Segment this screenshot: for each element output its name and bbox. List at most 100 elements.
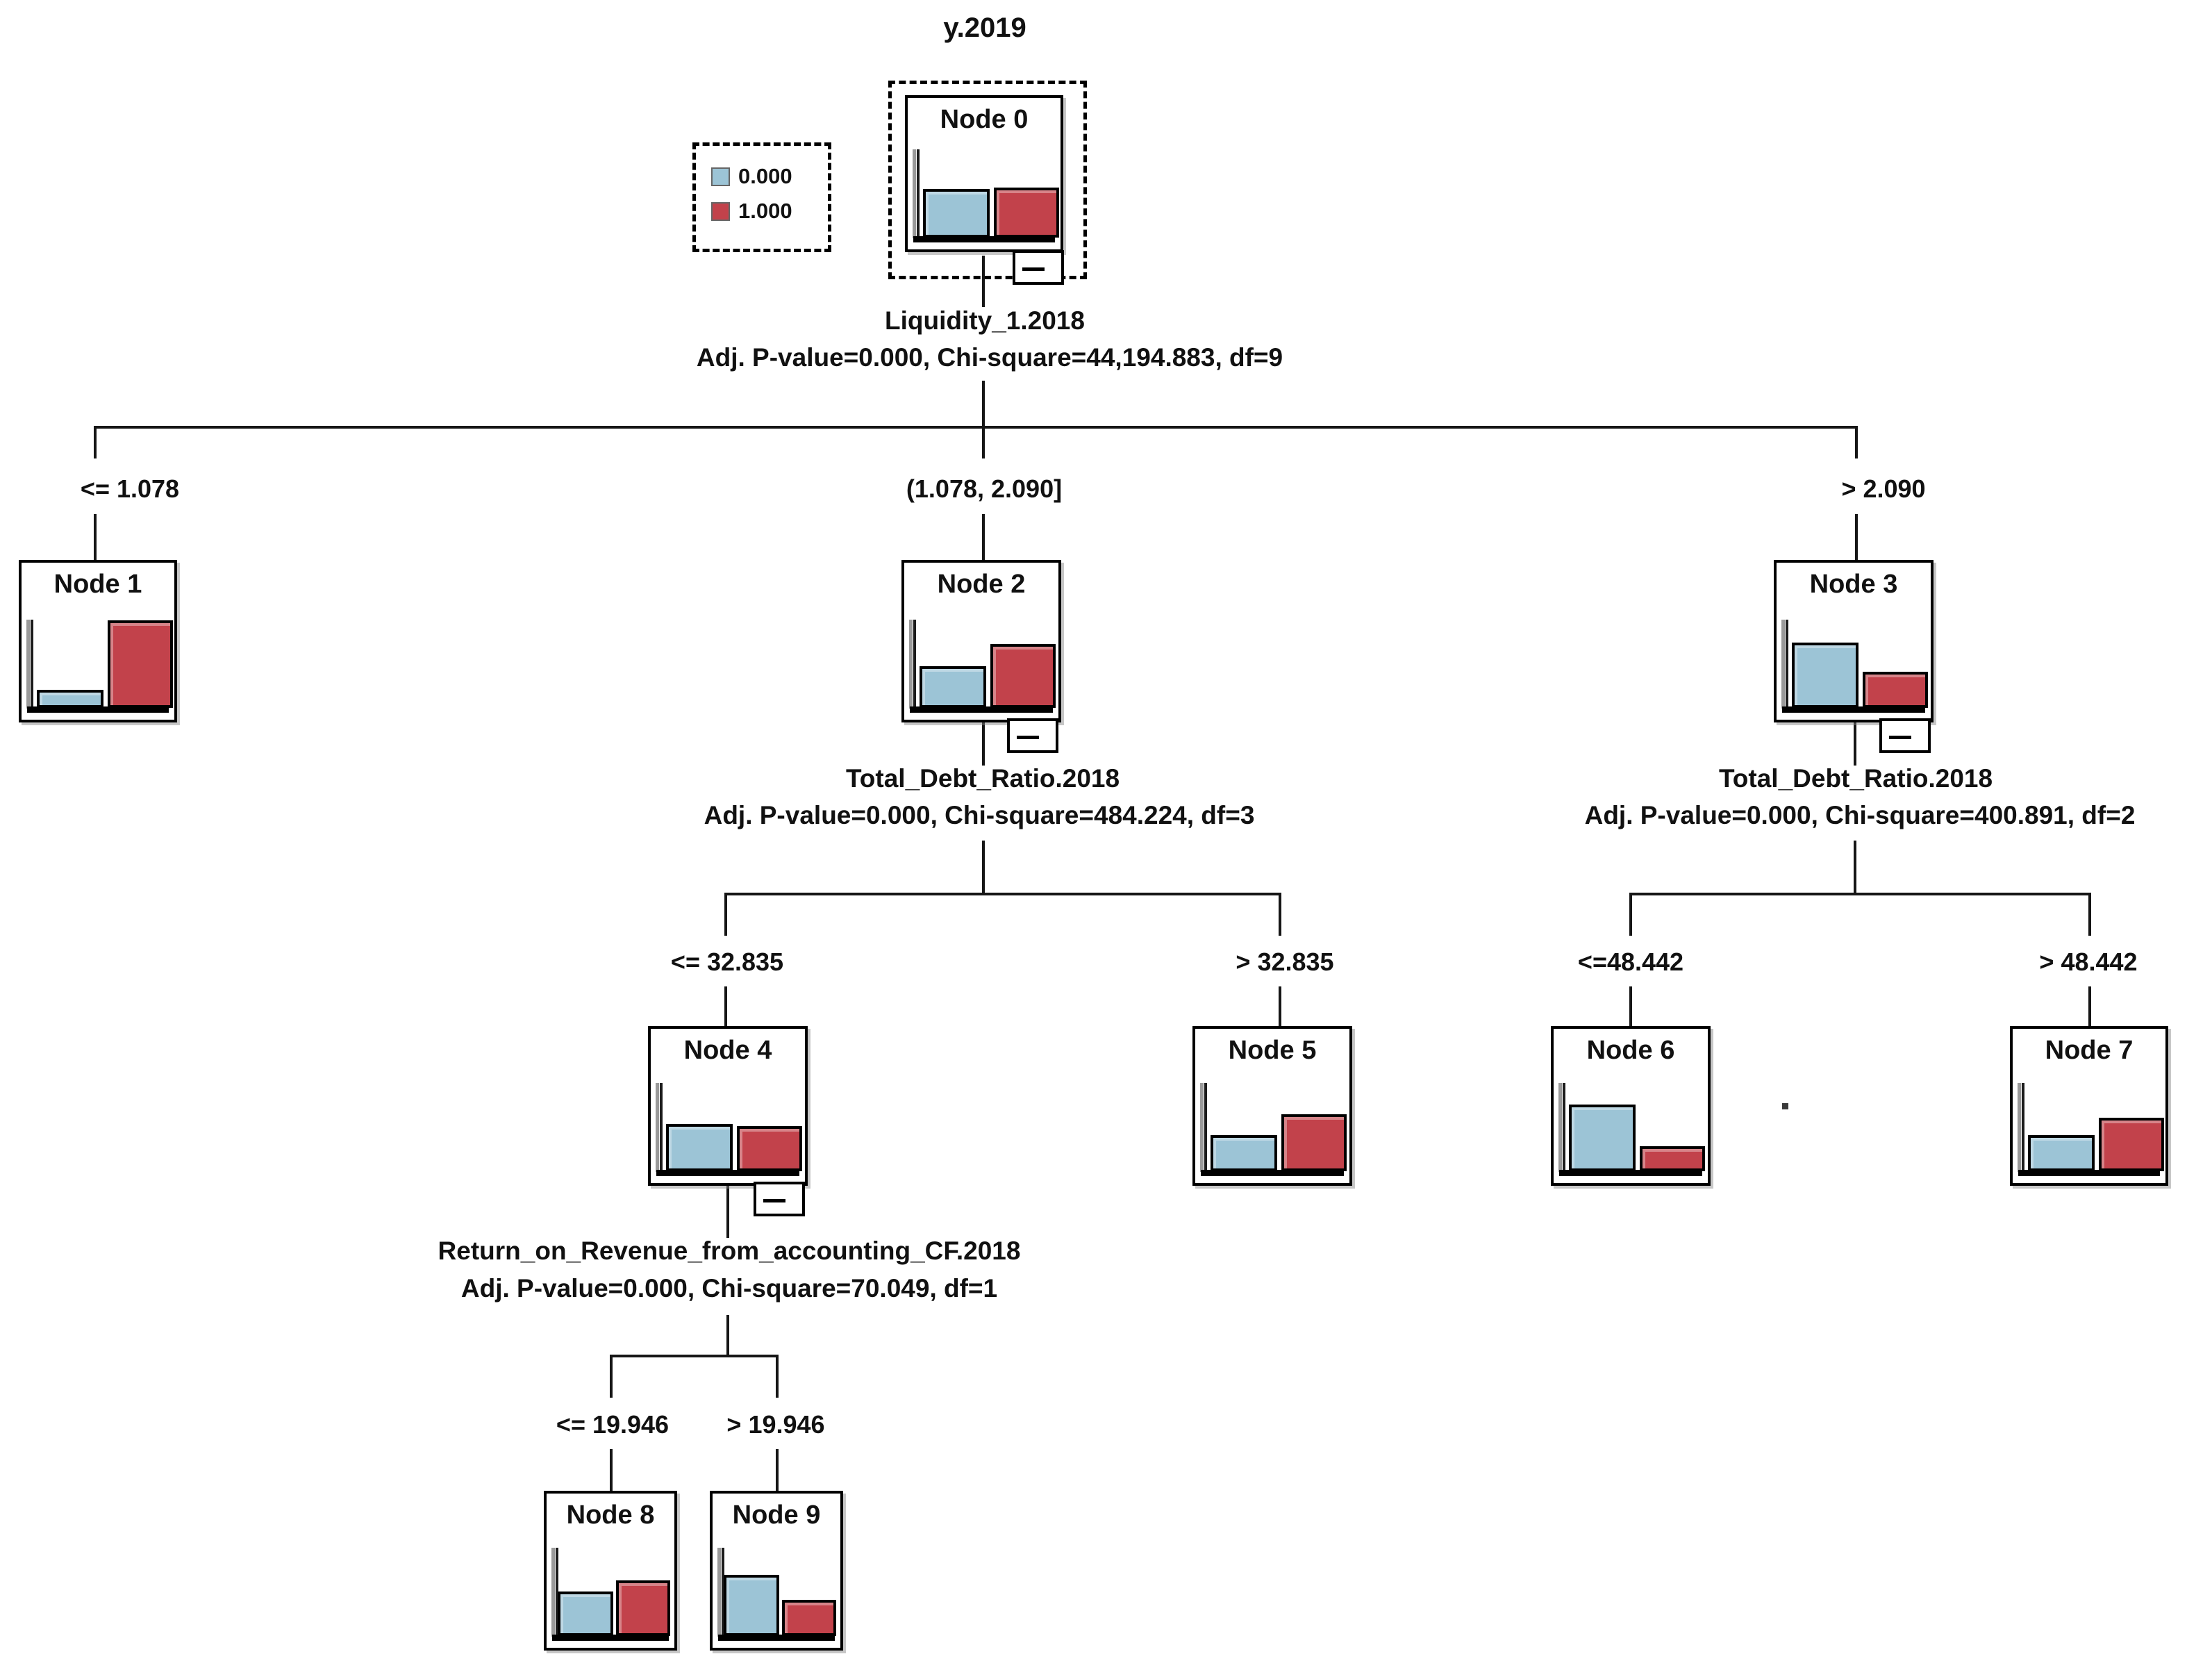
chart-y-axis [660,1083,663,1172]
bar-class-1 [1281,1114,1347,1171]
connector-line [982,841,985,893]
connector-line [2088,893,2091,936]
split-stats-1: Adj. P-value=0.000, Chi-square=484.224, … [704,801,1255,829]
connector-line [982,514,985,560]
chart-axis-shadow [1200,1083,1204,1172]
connector-line [1279,893,1281,936]
tree-node-7[interactable]: Node 7 [2010,1026,2168,1186]
chart-baseline [910,706,1053,713]
legend-item-0: 0.000 [711,164,828,189]
tree-node-5[interactable]: Node 5 [1192,1026,1352,1186]
node-title: Node 4 [683,1036,772,1065]
chart-axis-shadow [656,1083,659,1172]
chart-axis-shadow [913,149,916,238]
connector-line [982,426,985,458]
split-stats-3: Adj. P-value=0.000, Chi-square=70.049, d… [460,1274,998,1303]
connector-line [776,1449,779,1491]
node-title: Node 6 [1586,1036,1675,1065]
connector-line [94,514,97,560]
branch-label-1: (1.078, 2.090] [906,474,1063,503]
legend-label-class0: 0.000 [738,164,792,188]
tree-node-6[interactable]: Node 6 [1551,1026,1711,1186]
collapse-button-node-2[interactable] [1007,718,1058,753]
branch-label-5: <=48.442 [1577,948,1684,976]
connector-line [1855,514,1858,560]
connector-rail-level2-right [1629,893,2090,895]
connector-line [1629,893,1632,936]
chart-baseline [1782,706,1925,713]
chart-axis-shadow [717,1548,721,1637]
chart-baseline [1559,1170,1702,1176]
connector-line [1854,722,1856,766]
stray-dot [1782,1103,1788,1109]
tree-node-2[interactable]: Node 2 [901,560,1061,722]
bar-class-0 [666,1124,733,1171]
chart-axis-shadow [909,620,913,709]
chart-baseline [27,706,169,713]
chart-axis-shadow [1781,620,1785,709]
chart-y-axis [2022,1083,2024,1172]
bar-class-0 [1211,1135,1277,1171]
bar-class-1 [1863,672,1928,708]
branch-label-4: > 32.835 [1236,948,1334,976]
node-title: Node 9 [732,1500,821,1530]
connector-line [724,893,727,936]
node-title: Node 7 [2045,1036,2134,1065]
chart-y-axis [913,620,916,709]
branch-label-8: > 19.946 [726,1410,825,1439]
legend-swatch-class0 [711,167,730,186]
bar-class-0 [1569,1105,1636,1171]
chart-y-axis [1563,1083,1565,1172]
node-title: Node 0 [940,105,1029,134]
chart-axis-shadow [551,1548,555,1637]
chart-baseline [552,1635,669,1641]
branch-label-2: > 2.090 [1841,474,1926,503]
chart-y-axis [917,149,920,238]
tree-node-4[interactable]: Node 4 [648,1026,808,1186]
tree-node-0[interactable]: Node 0 [905,95,1063,252]
tree-node-1[interactable]: Node 1 [19,560,177,722]
minus-icon [1889,736,1911,739]
split-stats-0: Adj. P-value=0.000, Chi-square=44,194.88… [696,343,1283,372]
legend-label-class1: 1.000 [738,199,792,223]
legend-swatch-class1 [711,201,730,221]
connector-line [776,1355,779,1398]
tree-node-8[interactable]: Node 8 [544,1491,677,1651]
tree-node-9[interactable]: Node 9 [710,1491,843,1651]
legend: 0.000 1.000 [692,142,831,252]
split-variable-2: Total_Debt_Ratio.2018 [1718,764,1993,793]
bar-class-1 [2099,1118,2164,1171]
chart-y-axis [1786,620,1788,709]
collapse-button-node-3[interactable] [1879,718,1931,753]
chart-axis-shadow [2018,1083,2021,1172]
connector-line [982,381,985,426]
bar-class-1 [737,1126,802,1171]
chart-y-axis [31,620,33,709]
collapse-button-node-4[interactable] [754,1182,805,1216]
tree-node-3[interactable]: Node 3 [1774,560,1934,722]
connector-line [2088,986,2091,1026]
node-title: Node 2 [937,570,1026,599]
connector-line [724,986,727,1026]
connector-line [726,1315,729,1355]
minus-icon [763,1199,785,1202]
connector-line [982,722,985,766]
chart-y-axis [722,1548,724,1637]
split-variable-1: Total_Debt_Ratio.2018 [845,764,1120,793]
node-title: Node 5 [1228,1036,1317,1065]
split-stats-2: Adj. P-value=0.000, Chi-square=400.891, … [1584,801,2136,829]
connector-line [1855,426,1858,458]
chart-baseline [656,1170,799,1176]
minus-icon [1022,267,1045,271]
connector-line [1854,841,1856,893]
node-title: Node 1 [53,570,142,599]
connector-line [1629,986,1632,1026]
selection-rect-node-0 [888,81,1087,279]
connector-line [610,1449,613,1491]
collapse-button-node-0[interactable] [1013,250,1064,285]
chart-y-axis [556,1548,558,1637]
bar-class-1 [994,188,1059,238]
chart-baseline [718,1635,835,1641]
branch-label-3: <= 32.835 [670,948,784,976]
